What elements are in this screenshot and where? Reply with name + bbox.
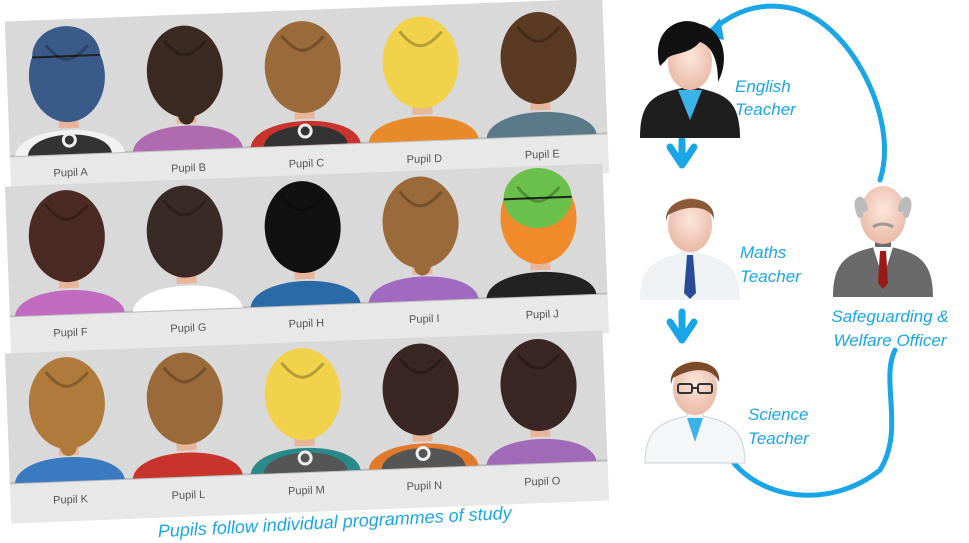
shirt (132, 285, 243, 312)
pupil-label: Pupil C (289, 157, 325, 170)
pupil-c: Pupil C (250, 21, 361, 171)
hair (264, 181, 341, 274)
shirt (486, 438, 597, 466)
maths-teacher-label: Maths (740, 243, 787, 262)
pupil-j: Pupil J (486, 168, 597, 322)
pupil-l: Pupil L (132, 352, 243, 502)
svg-text:Science: Science (748, 405, 808, 424)
pupil-label: Pupil L (171, 489, 205, 502)
hair (28, 357, 105, 450)
pupil-label: Pupil B (171, 162, 206, 175)
pupil-m: Pupil M (250, 348, 361, 498)
pupil-label: Pupil H (288, 317, 324, 330)
pupil-label: Pupil K (53, 493, 89, 506)
pupil-label: Pupil E (525, 148, 560, 161)
pupil-i: Pupil I (368, 176, 479, 326)
shirt (368, 116, 479, 143)
english-teacher-role: Teacher (735, 100, 797, 119)
hair (146, 25, 223, 118)
maths-teacher-icon (640, 198, 740, 300)
pupil-label: Pupil A (53, 166, 88, 179)
pupil-e: Pupil E (486, 12, 597, 162)
hair (264, 348, 341, 441)
hair (500, 12, 577, 104)
pupil-h: Pupil H (250, 181, 361, 331)
pupil-f: Pupil F (14, 190, 125, 340)
pupil-g: Pupil G (132, 185, 243, 335)
shirt (132, 452, 243, 479)
hair (264, 21, 341, 114)
ponytail (60, 440, 77, 456)
hair (146, 352, 223, 445)
label-strip (9, 293, 609, 357)
hair (382, 176, 459, 269)
pupil-n: Pupil N (368, 343, 479, 493)
label-strip (9, 460, 610, 524)
svg-text:Maths: Maths (740, 243, 787, 262)
science-teacher-role: Teacher (748, 429, 810, 448)
pupil-label: Pupil M (288, 484, 325, 497)
hair (28, 190, 105, 283)
pupil-d: Pupil D (368, 16, 479, 166)
pupil-row-2: Pupil F Pupil G Pupil H Pupil I Pupil J (4, 163, 609, 357)
pupil-row-1: Pupil A Pupil B Pupil C Pupil D Pupil E (4, 0, 610, 197)
hair (500, 339, 577, 431)
science-teacher-icon (644, 361, 746, 464)
pupil-label: Pupil J (525, 308, 558, 321)
loop-arrow (709, 3, 898, 498)
pupil-o: Pupil O (486, 339, 597, 489)
shirt (132, 125, 243, 152)
pupil-a: Pupil A (14, 26, 125, 180)
officer-label: Safeguarding & (831, 307, 948, 326)
hair (382, 16, 459, 109)
hair (382, 343, 459, 436)
pupil-label: Pupil O (524, 475, 561, 488)
pupil-label: Pupil F (53, 326, 88, 339)
shirt (250, 280, 361, 308)
svg-text:Teacher: Teacher (748, 429, 810, 448)
pupil-k: Pupil K (14, 357, 125, 507)
shirt (14, 456, 125, 484)
svg-text:Teacher: Teacher (740, 267, 802, 286)
shirt (368, 276, 479, 303)
pupil-b: Pupil B (132, 25, 243, 175)
pupil-label: Pupil I (409, 313, 440, 326)
ponytail (178, 109, 195, 125)
svg-text:Safeguarding &: Safeguarding & (831, 307, 948, 326)
ponytail (413, 260, 431, 276)
english-teacher-icon (640, 21, 740, 138)
pupil-row-3: Pupil K Pupil L Pupil M Pupil N Pupil O (4, 330, 610, 524)
shirt (486, 271, 597, 299)
pupil-label: Pupil N (406, 480, 442, 493)
hair (146, 185, 223, 278)
english-teacher-label: English (735, 77, 791, 96)
maths-teacher-role: Teacher (740, 267, 802, 286)
pupil-label: Pupil D (406, 153, 442, 166)
safeguarding-officer-icon (833, 186, 933, 297)
svg-text:Teacher: Teacher (735, 100, 797, 119)
svg-text:Welfare Officer: Welfare Officer (833, 331, 947, 350)
chevron-down-icon (666, 143, 698, 169)
science-teacher-label: Science (748, 405, 808, 424)
officer-role: Welfare Officer (833, 331, 947, 350)
chevron-down-icon (666, 318, 698, 344)
shirt (486, 111, 597, 139)
pupil-label: Pupil G (170, 322, 207, 335)
shirt (14, 289, 125, 317)
